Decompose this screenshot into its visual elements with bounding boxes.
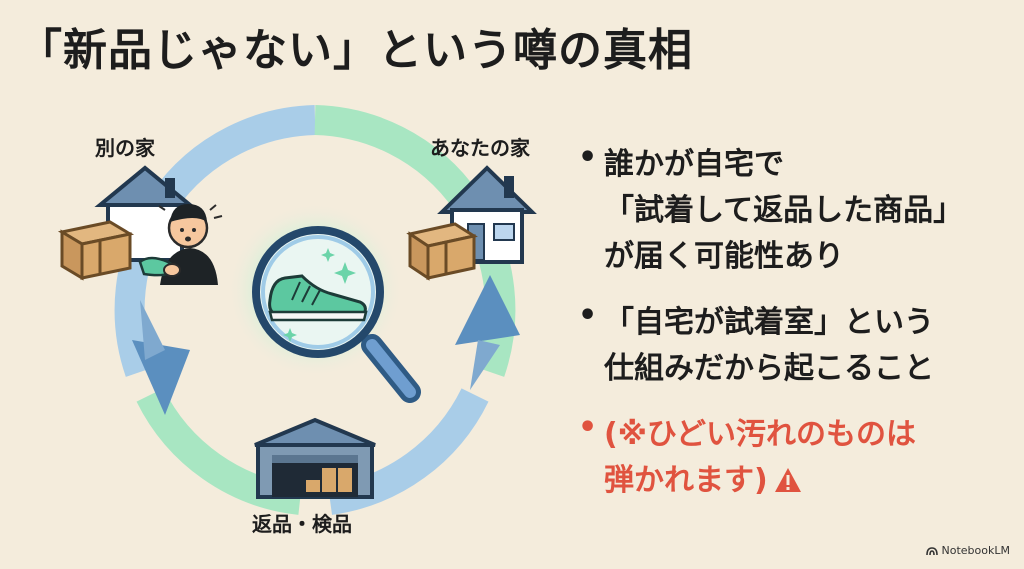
warehouse-icon (254, 417, 376, 499)
bullet-line: (※ひどい汚れのものは (604, 417, 916, 452)
label-warehouse: 返品・検品 (252, 512, 352, 536)
bullet-line: 仕組みだから起こること (604, 351, 934, 386)
warning-icon (774, 461, 802, 507)
sneaker-icon (268, 274, 368, 322)
label-other-house: 別の家 (95, 136, 155, 160)
brand-mark: NotebookLM (925, 544, 1010, 557)
sparkle-icon (283, 248, 356, 342)
cycle-graphic (57, 105, 537, 515)
page-title: 「新品じゃない」という噂の真相 (18, 25, 693, 76)
bullet-line: 「自宅が試着室」という (604, 305, 934, 340)
notebooklm-logo-icon (925, 546, 938, 555)
bullet-item: • 誰かが自宅で 「試着して返品した商品」 が届く可能性あり (578, 140, 1008, 280)
bullet-marker: • (578, 298, 598, 333)
arrow-up-right-icon (455, 275, 520, 390)
bullet-list: • 誰かが自宅で 「試着して返品した商品」 が届く可能性あり • 「自宅が試着室… (578, 140, 1008, 527)
box-icon-other (57, 220, 135, 281)
worried-person-icon (138, 204, 223, 285)
label-your-house: あなたの家 (430, 136, 530, 160)
bullet-line: 誰かが自宅で (604, 147, 784, 182)
arrow-down-left-icon (132, 300, 190, 415)
bullet-line: 「試着して返品した商品」 (604, 193, 964, 228)
bullet-item: • 「自宅が試着室」という 仕組みだから起こること (578, 298, 1008, 392)
return-cycle-diagram: 別の家 あなたの家 返品・検品 (57, 105, 537, 536)
bullet-marker: • (578, 140, 598, 175)
brand-name: NotebookLM (941, 544, 1010, 557)
bullet-line: 弾かれます) (604, 463, 768, 498)
bullet-marker: • (578, 410, 598, 445)
box-icon-yours (406, 222, 478, 281)
bullet-item-note: • (※ひどい汚れのものは 弾かれます) (578, 410, 1008, 507)
bullet-line-with-icon: 弾かれます) (604, 458, 1008, 507)
bullet-line: が届く可能性あり (604, 239, 844, 274)
